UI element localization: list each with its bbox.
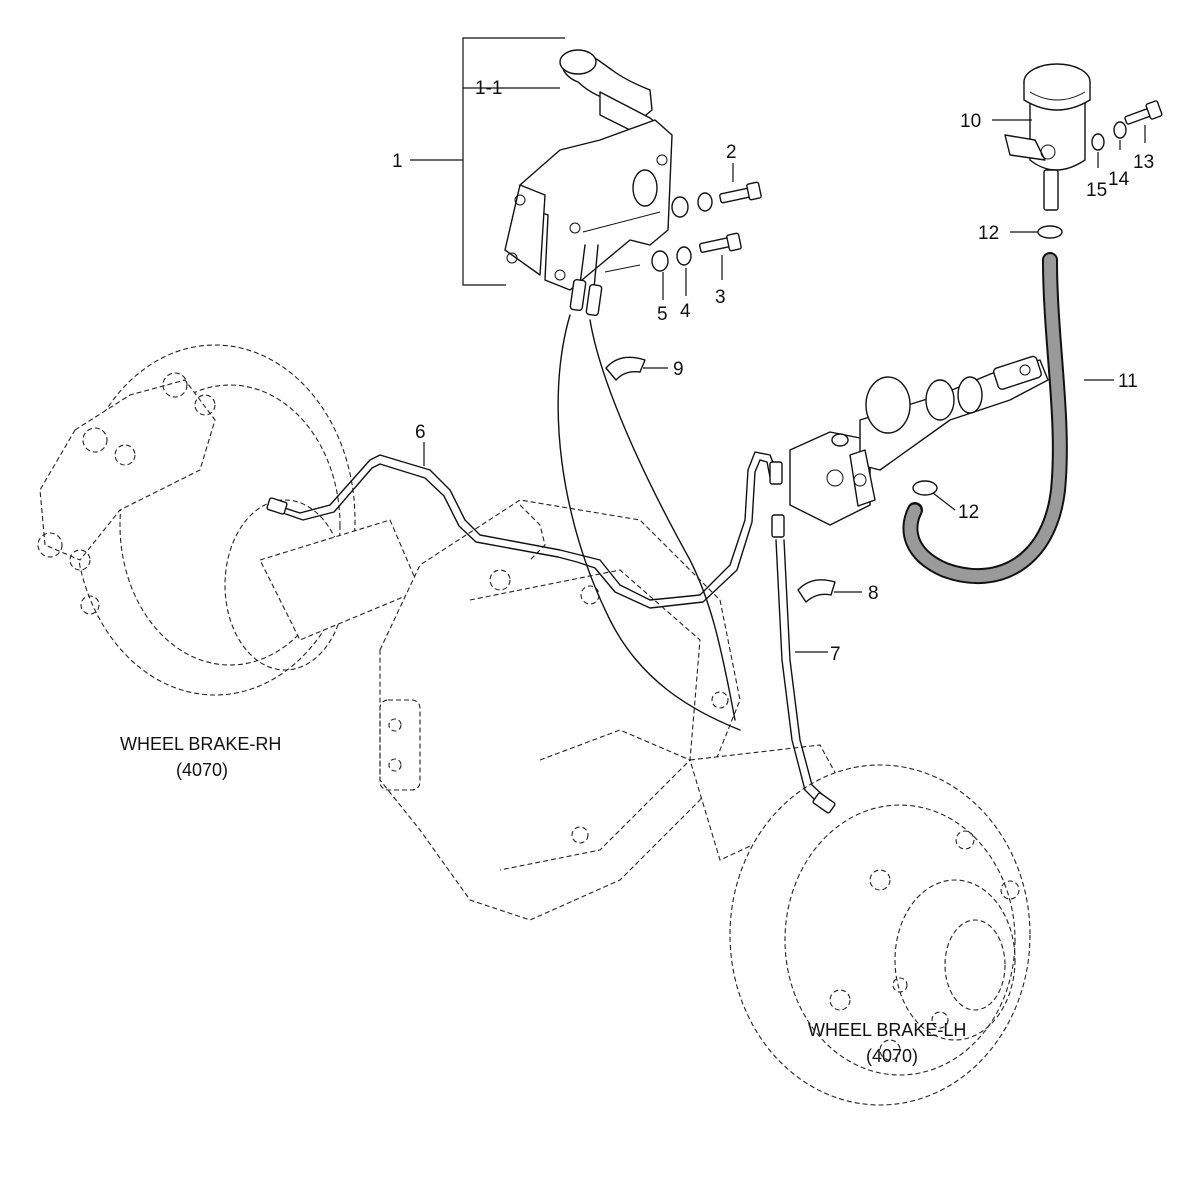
callout-6: 6	[415, 422, 426, 443]
callout-9: 9	[673, 359, 684, 380]
callout-11: 11	[1118, 371, 1138, 392]
brake-pipe-7	[771, 514, 836, 814]
callout-12-lower: 12	[958, 502, 979, 523]
brake-cable-a	[557, 314, 741, 731]
callout-10: 10	[960, 111, 981, 132]
caption-wheel-brake-lh: WHEEL BRAKE-LH	[808, 1020, 966, 1040]
group-bracket-1	[462, 37, 565, 286]
callout-3: 3	[715, 287, 726, 308]
callout-13: 13	[1133, 152, 1154, 173]
wheel-hub-lh	[729, 764, 1031, 1106]
brake-pipe-6	[266, 451, 783, 609]
brake-valve-body	[789, 355, 1049, 526]
wheel-hub-rh	[37, 344, 356, 696]
callout-12-upper: 12	[978, 223, 999, 244]
fluid-reservoir-10	[1004, 63, 1091, 211]
callout-15: 15	[1086, 180, 1107, 201]
callout-5: 5	[657, 304, 668, 325]
clip-8	[797, 579, 836, 603]
clip-9	[605, 356, 646, 381]
washer-5	[651, 250, 669, 272]
caption-wheel-brake-lh-ref: (4070)	[866, 1046, 918, 1066]
screw-13-group	[1091, 100, 1163, 151]
washer-14	[1113, 121, 1127, 139]
brake-cable-b	[589, 319, 736, 721]
washer-15	[1091, 133, 1105, 151]
callout-2: 2	[726, 142, 737, 163]
hose-clamp-12-upper	[1037, 225, 1063, 239]
bolt-2-group	[582, 181, 762, 233]
differential-housing	[379, 499, 741, 921]
callout-7: 7	[830, 644, 841, 665]
callout-1: 1	[392, 151, 403, 172]
callout-1-1: 1-1	[475, 78, 502, 99]
caption-wheel-brake-rh-ref: (4070)	[176, 760, 228, 780]
hose-clamp-12-lower	[912, 480, 938, 496]
callout-4: 4	[680, 301, 691, 322]
bolt-3-group	[604, 232, 742, 273]
callout-8: 8	[868, 583, 879, 604]
reservoir-hose-11	[902, 252, 1068, 585]
axle-housing	[37, 344, 1031, 1106]
callout-14: 14	[1108, 169, 1130, 190]
caption-wheel-brake-rh: WHEEL BRAKE-RH	[120, 734, 281, 754]
lever-bracket	[519, 119, 673, 291]
parking-brake-lever-assembly	[504, 49, 741, 731]
washer-4	[676, 246, 692, 266]
